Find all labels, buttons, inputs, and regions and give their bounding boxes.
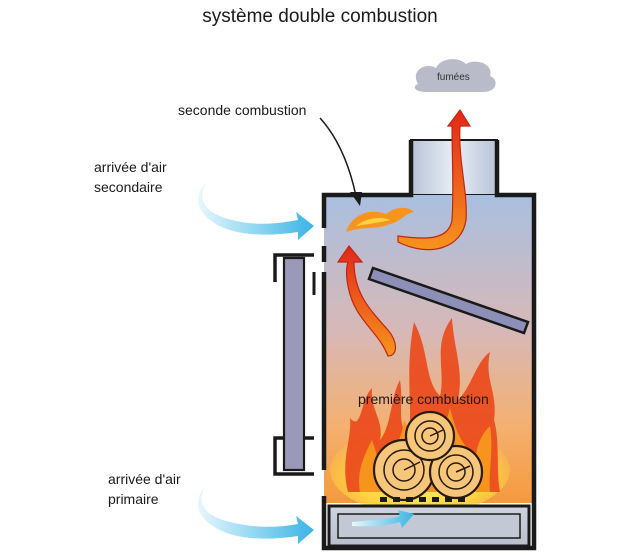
secondary-air-label-line1: arrivée d'air (94, 159, 167, 175)
stove-outline (321, 140, 537, 551)
secondary-air-label-line2: secondaire (94, 179, 163, 195)
stove-door (273, 253, 316, 476)
grate (380, 497, 465, 502)
logs (372, 410, 484, 502)
drawer-air-arrow (352, 510, 414, 528)
secondary-flame (346, 207, 414, 232)
secondary-air-arrow (198, 183, 314, 240)
first-combustion-label: première combustion (358, 391, 489, 407)
hot-gas-arrow (397, 108, 472, 251)
primary-air-arrow (197, 487, 314, 544)
second-combustion-pointer (319, 117, 362, 206)
second-combustion-label: seconde combustion (178, 102, 307, 118)
baffle-plate (367, 266, 530, 335)
fumes-label: fumées (437, 72, 470, 83)
primary-air-label-line2: primaire (108, 491, 159, 507)
primary-air-label-line1: arrivée d'air (108, 471, 181, 487)
fumes-cloud (414, 59, 496, 92)
diagram-title: système double combustion (202, 6, 438, 27)
rising-flame-arrow (336, 244, 397, 357)
